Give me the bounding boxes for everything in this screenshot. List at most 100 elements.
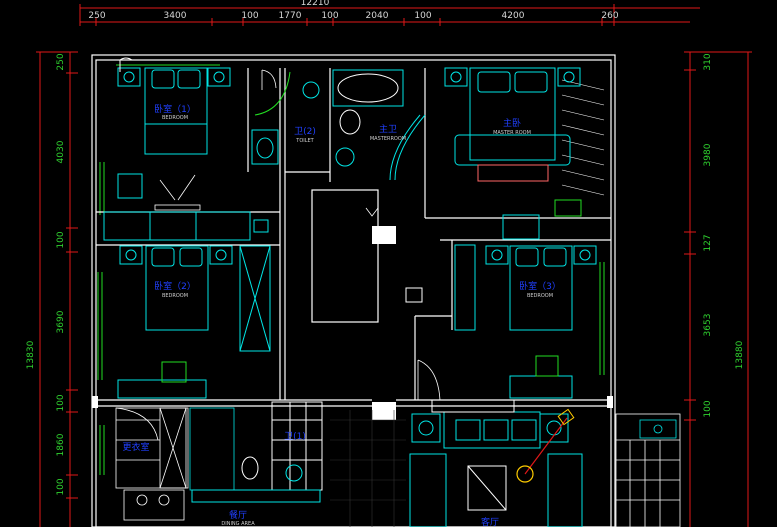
bedroom3-label: 卧室（3） bbox=[519, 280, 561, 292]
dim-left-total: 13830 bbox=[26, 340, 36, 369]
bed-icon bbox=[469, 67, 556, 161]
bedroom2-furniture bbox=[117, 245, 271, 399]
dim-left-5: 1860 bbox=[56, 433, 66, 456]
bathtub-icon bbox=[337, 73, 399, 103]
desk-icon bbox=[117, 379, 207, 399]
dim-top-4: 100 bbox=[321, 11, 338, 21]
dim-top-5: 2040 bbox=[366, 11, 389, 21]
wardrobe-icon bbox=[103, 211, 251, 241]
shaft-box bbox=[405, 287, 423, 303]
toilet2-fixtures bbox=[251, 71, 320, 165]
washbasin-icon bbox=[302, 81, 320, 99]
toilet1-label: 卫(1) bbox=[284, 432, 306, 442]
toilet-icon bbox=[241, 456, 259, 480]
dim-top-1: 3400 bbox=[164, 11, 187, 21]
master-bath-sublabel: MASTERROOM bbox=[370, 136, 406, 142]
dim-left-2: 100 bbox=[56, 231, 66, 248]
washbasin-icon bbox=[285, 464, 303, 482]
right-dimension-chain bbox=[684, 51, 752, 527]
dim-top-7: 4200 bbox=[502, 11, 525, 21]
dim-left-0: 250 bbox=[56, 53, 66, 70]
side-table-icon bbox=[411, 413, 441, 443]
desk-icon bbox=[509, 375, 573, 399]
nightstand-icon bbox=[207, 67, 231, 87]
dim-right-3: 3653 bbox=[703, 314, 713, 337]
left-dimension-labels: 250 4030 100 3690 100 1860 100 13830 bbox=[26, 53, 66, 495]
cloakroom-furniture bbox=[115, 407, 235, 521]
columns bbox=[92, 226, 613, 420]
top-total-dimension: 12210 bbox=[301, 0, 330, 8]
curtain-hatching bbox=[561, 79, 605, 196]
nightstand-icon bbox=[119, 245, 143, 265]
dim-top-3: 1770 bbox=[279, 11, 302, 21]
bedroom1-sublabel: BEDROOM bbox=[162, 115, 188, 121]
washbasin-icon bbox=[335, 147, 355, 167]
top-dimension-labels: 250 3400 100 1770 100 2040 100 4200 260 bbox=[88, 11, 618, 21]
lamp-icon bbox=[516, 408, 575, 483]
bedroom3-furniture bbox=[454, 244, 597, 399]
bedroom2-label: 卧室（2） bbox=[154, 280, 196, 292]
dim-left-3: 3690 bbox=[56, 310, 66, 333]
nightstand-icon bbox=[444, 67, 468, 87]
outer-walls bbox=[91, 54, 616, 527]
master-furniture bbox=[444, 67, 582, 240]
nightstand-icon bbox=[557, 67, 581, 87]
master-bath-label: 主卫 bbox=[379, 123, 397, 135]
bed-icon bbox=[509, 245, 573, 331]
stove-icon bbox=[123, 489, 185, 521]
toilet1-fixtures bbox=[191, 401, 323, 503]
bedroom1-lamp-icon bbox=[154, 174, 201, 211]
dining-sublabel: DINING AREA bbox=[221, 521, 255, 527]
toilet-icon bbox=[256, 137, 274, 159]
master-sublabel: MASTER ROOM bbox=[493, 130, 531, 136]
nightstand-icon bbox=[209, 245, 233, 265]
cloakroom-label: 更衣室 bbox=[122, 441, 149, 453]
master-label: 主卧 bbox=[503, 117, 521, 129]
desk-chair-icon bbox=[535, 355, 559, 377]
dim-right-1: 3980 bbox=[703, 143, 713, 166]
left-dimension-chain bbox=[36, 51, 78, 527]
bedroom1-furniture bbox=[103, 67, 269, 241]
toilet-icon bbox=[339, 109, 361, 135]
dim-top-0: 250 bbox=[88, 11, 105, 21]
right-dimension-labels: 310 3980 127 3653 100 13880 bbox=[703, 53, 745, 417]
nightstand-icon bbox=[573, 245, 597, 265]
floor-grid bbox=[330, 410, 406, 527]
kitchen-sink-icon bbox=[639, 419, 677, 439]
dim-right-total: 13880 bbox=[735, 340, 745, 369]
desk-icon bbox=[502, 214, 540, 240]
wardrobe-icon bbox=[239, 245, 271, 352]
master-bath-fixtures bbox=[332, 69, 426, 181]
dining-label: 餐厅 bbox=[229, 509, 247, 521]
dim-top-8: 260 bbox=[601, 11, 618, 21]
sofa-icon bbox=[443, 411, 541, 449]
dim-left-6: 100 bbox=[56, 478, 66, 495]
living-furniture bbox=[409, 399, 583, 527]
toilet2-label: 卫(2) bbox=[294, 127, 316, 137]
dim-left-1: 4030 bbox=[56, 140, 66, 163]
door-swing-icon bbox=[261, 69, 441, 401]
dim-left-4: 100 bbox=[56, 394, 66, 411]
bedroom2-sublabel: BEDROOM bbox=[162, 293, 188, 299]
dim-right-0: 310 bbox=[703, 53, 713, 70]
windows bbox=[97, 64, 605, 475]
dim-right-2: 127 bbox=[703, 234, 713, 251]
bed-icon bbox=[144, 67, 208, 155]
dim-top-6: 100 bbox=[414, 11, 431, 21]
wardrobe-icon bbox=[454, 244, 476, 331]
desk-chair-icon bbox=[161, 361, 187, 383]
bedroom1-label: 卧室（1） bbox=[154, 103, 196, 115]
nightstand-icon bbox=[485, 245, 509, 265]
kitchen-area bbox=[615, 413, 681, 527]
nightstand-icon bbox=[117, 67, 141, 87]
dim-top-2: 100 bbox=[241, 11, 258, 21]
living-label: 客厅 bbox=[481, 516, 499, 527]
top-dimension-chain bbox=[79, 4, 700, 26]
desk-chair-icon bbox=[117, 173, 143, 199]
dim-right-4: 100 bbox=[703, 400, 713, 417]
bedroom3-sublabel: BEDROOM bbox=[527, 293, 553, 299]
desk-chair-icon bbox=[554, 199, 582, 217]
toilet2-sublabel: TOILET bbox=[295, 138, 314, 144]
